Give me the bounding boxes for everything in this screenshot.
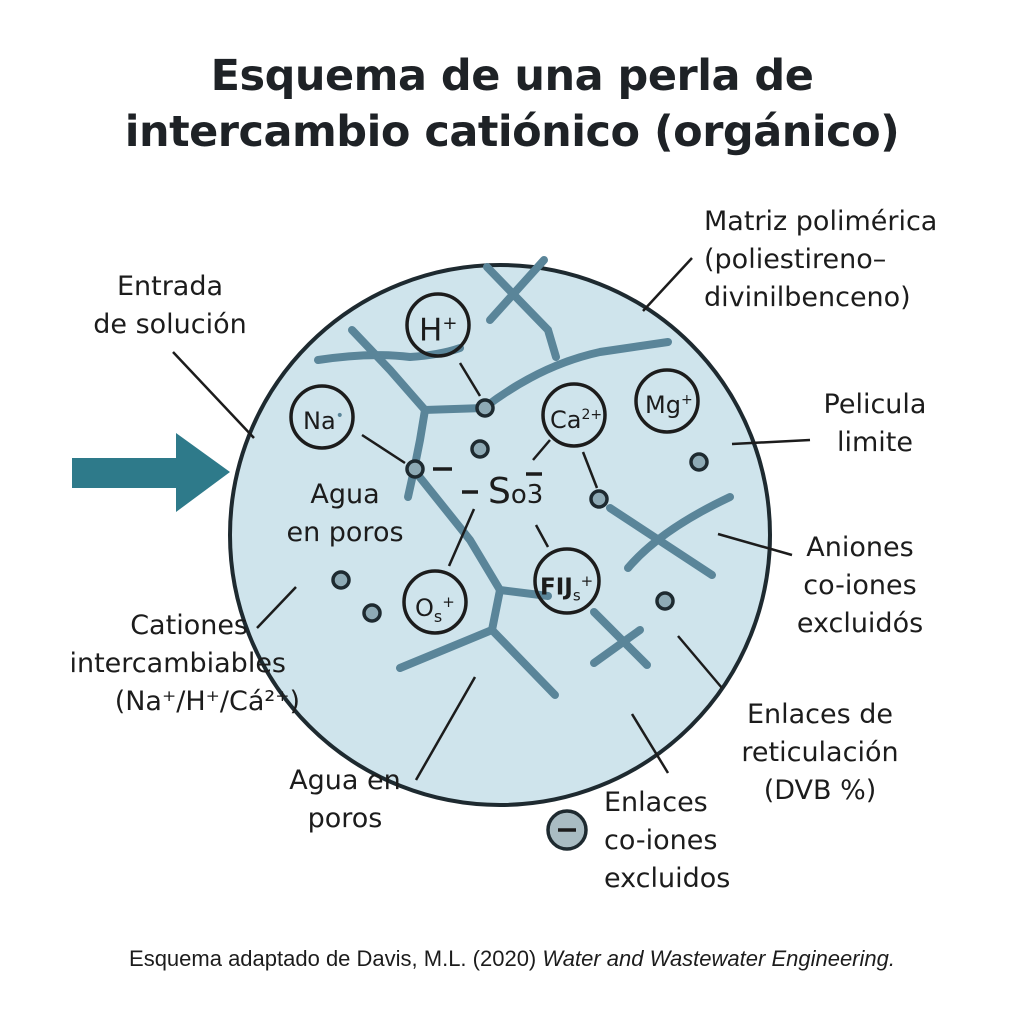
ion-flj: FIJs+ [540,572,594,605]
label-agua-poros-bottom: Agua en poros [289,765,401,834]
site-dot [362,603,382,623]
site-dot [689,452,709,472]
solution-inflow-arrow-icon [72,433,230,512]
label-enlaces-reticulacion: Enlaces de reticulación (DVB %) [741,699,899,806]
label-entrada-solucion: Entrada de solución [93,271,247,340]
ion-ring-os [402,569,468,635]
site-dot [589,489,609,509]
site-dot [655,591,675,611]
ion-ring-flj [533,547,601,615]
polymer-matrix-chains [314,256,734,699]
ion-ring-ca [541,382,607,448]
diagram-title: Esquema de una perla de intercambio cati… [0,48,1024,160]
sulfonate-group: So3 [488,471,544,512]
negative-charge-marks [433,467,542,494]
label-aniones-excluidos: Aniones co-iones excluidós [796,532,924,639]
site-dot [475,398,495,418]
ion-rings [289,292,700,635]
ion-mg: Mg+ [645,391,693,419]
ion-os: Os+ [415,593,455,626]
ion-ca: Ca2+ [550,406,603,434]
ion-ring-mg [634,368,700,434]
ion-ring-na [289,384,355,450]
site-dot [331,570,351,590]
label-enlaces-coiones: Enlaces co-iones excluidos [604,787,731,894]
site-dot [405,459,425,479]
title-line-1: Esquema de una perla de [210,51,814,101]
ion-ring-h [405,292,471,358]
label-agua-poros-inner: Agua en poros [286,479,404,548]
label-cationes-intercambiables: Cationes intercambiables (Na⁺/H⁺/Cá²⁺) [69,610,300,717]
exchange-sites [331,398,709,623]
ion-na: Na• [303,407,344,435]
ion-h: H+ [419,312,458,349]
title-line-2: intercambio catiónico (orgánico) [124,107,900,157]
leader-lines [172,257,811,781]
site-dot [470,439,490,459]
label-pelicula-limite: Pelicula limite [823,389,927,458]
label-matriz-polimerica: Matriz polimérica (poliestireno– divinil… [704,206,938,313]
source-caption: Esquema adaptado de Davis, M.L. (2020) W… [129,946,895,971]
